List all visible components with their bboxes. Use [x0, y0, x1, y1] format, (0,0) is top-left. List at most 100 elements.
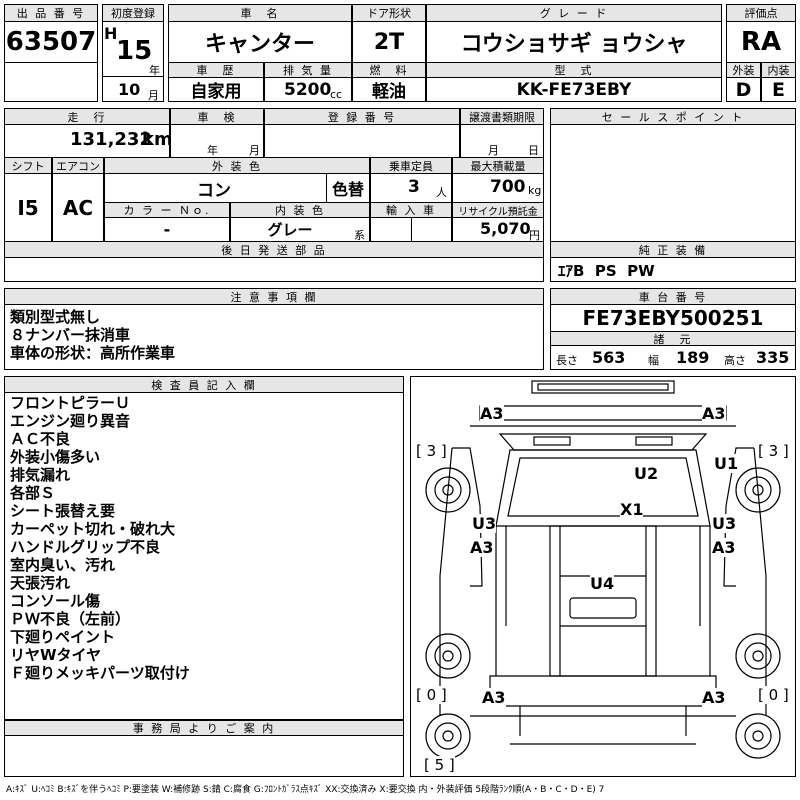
plate-header: 登 録 番 号: [264, 108, 460, 125]
fuel-header: 燃 料: [352, 62, 426, 78]
office-cell: [4, 735, 404, 777]
ac-cell: [52, 173, 104, 242]
recycle-fee: 5,070: [480, 219, 531, 238]
inspector-line: リヤWタイヤ: [10, 646, 102, 664]
car-name-cell: [168, 21, 352, 63]
inspector-line: フロントピラーＵ: [10, 394, 131, 412]
inspector-cell: [4, 392, 404, 720]
max-load-unit: kg: [528, 184, 542, 197]
damage-mark: A3: [480, 404, 504, 423]
first-reg-header: 初度登録: [102, 4, 164, 22]
recycle-header: リサイクル預託金: [452, 202, 544, 218]
damage-mark: U3: [712, 514, 737, 533]
tire-depth-mark: [ 3 ]: [416, 442, 447, 460]
inspector-line: 下廻りペイント: [10, 628, 116, 646]
displacement-cell: [264, 77, 352, 102]
interior-cell: [761, 77, 796, 102]
damage-mark: A3: [702, 404, 726, 423]
inspector-line: コンソール傷: [10, 592, 101, 610]
interior-color-unit: 系: [354, 229, 365, 242]
chassis-header: 車 台 番 号: [550, 288, 796, 305]
inspection-month-unit: 月: [249, 144, 260, 157]
car-name-header: 車 名: [168, 4, 352, 22]
mileage-unit: km: [142, 129, 173, 150]
length-label: 長さ: [556, 354, 578, 367]
inspector-line: 天張汚れ: [10, 574, 71, 592]
recycle-unit: 円: [529, 229, 540, 242]
inspector-line: シート張替え要: [10, 502, 116, 520]
ac: AC: [62, 195, 94, 220]
shift: I5: [17, 195, 39, 220]
notes-cell: [4, 304, 544, 370]
mileage: 131,232: [70, 129, 152, 150]
ac-header: エアコン: [52, 157, 104, 174]
sales-point-cell: [550, 124, 796, 242]
tire-depth-mark: [ 0 ]: [758, 686, 789, 704]
max-load-header: 最大積載量: [452, 157, 544, 174]
damage-mark: A3: [470, 538, 494, 557]
exterior-grade: D: [735, 78, 752, 101]
tire-depth-mark: [ 0 ]: [416, 686, 447, 704]
fuel: 軽油: [372, 82, 406, 102]
color-no-cell: [104, 217, 230, 242]
width: 189: [676, 348, 710, 367]
sales-point-header: セ ー ル ス ポ イ ン ト: [550, 108, 796, 125]
era-letter: H: [104, 24, 118, 43]
damage-mark: A3: [482, 688, 506, 707]
exterior-color-header: 外 装 色: [104, 157, 370, 174]
lot-number-cell: [4, 21, 98, 63]
damage-mark: U1: [714, 454, 739, 473]
transfer-day-unit: 日: [528, 144, 539, 157]
model-cell: [426, 77, 722, 102]
year-unit: 年: [149, 64, 160, 77]
later-parts-cell: [4, 257, 544, 282]
history-header: 車 歴: [168, 62, 264, 78]
damage-mark: X1: [620, 500, 644, 519]
lot-number: 63507: [5, 27, 97, 57]
displacement-unit: cc: [330, 88, 343, 101]
lot-empty-cell: [4, 62, 98, 102]
length: 563: [592, 348, 626, 367]
capacity-cell: [370, 173, 452, 203]
grade-header: グ レ ー ド: [426, 4, 722, 22]
exterior-cell: [726, 77, 761, 102]
interior-header: 内装: [761, 62, 796, 78]
height: 335: [756, 348, 790, 367]
shift-header: シフト: [4, 157, 52, 174]
capacity: 3: [408, 177, 420, 197]
inspection-cell: [170, 124, 264, 158]
capacity-header: 乗車定員: [370, 157, 452, 174]
chassis-number: FE73EBY500251: [582, 306, 764, 330]
transfer-cell: [460, 124, 544, 158]
dims-header: 諸 元: [550, 331, 796, 346]
inspector-line: カーペット切れ・破れ大: [10, 520, 176, 538]
interior-color-cell: [230, 217, 370, 242]
reg-year: 15: [116, 36, 153, 66]
max-load: 700: [490, 177, 526, 197]
reg-month: 10: [118, 80, 141, 99]
width-label: 幅: [648, 354, 659, 367]
office-header: 事 務 局 よ り ご 案 内: [4, 720, 404, 736]
lot-number-header: 出 品 番 号: [4, 4, 98, 22]
exterior-header: 外装: [726, 62, 761, 78]
notes-header: 注 意 事 項 欄: [4, 288, 544, 305]
history: 自家用: [190, 82, 242, 102]
damage-mark: U3: [472, 514, 497, 533]
equipment-cell: [550, 257, 796, 282]
height-label: 高さ: [724, 354, 746, 367]
interior-color-header: 内 装 色: [230, 202, 370, 218]
legend: A:ｷｽﾞ U:ﾍｺﾐ B:ｷｽﾞを伴うﾍｺﾐ P:要塗装 W:補修跡 S:錆 …: [6, 785, 605, 795]
transfer-header: 譲渡書類期限: [460, 108, 544, 125]
transfer-month-unit: 月: [488, 144, 499, 157]
damage-mark: A3: [712, 538, 736, 557]
tire-depth-mark: [ 5 ]: [424, 756, 455, 774]
plate-cell: [264, 124, 460, 158]
equipment-header: 純 正 装 備: [550, 241, 796, 258]
inspector-line: 外装小傷多い: [10, 448, 101, 466]
inspector-line: 室内臭い、汚れ: [10, 556, 116, 574]
inspector-line: 排気漏れ: [10, 466, 71, 484]
grade: コウショサギ ョウシャ: [460, 32, 688, 57]
color-change: 色替: [331, 180, 364, 199]
